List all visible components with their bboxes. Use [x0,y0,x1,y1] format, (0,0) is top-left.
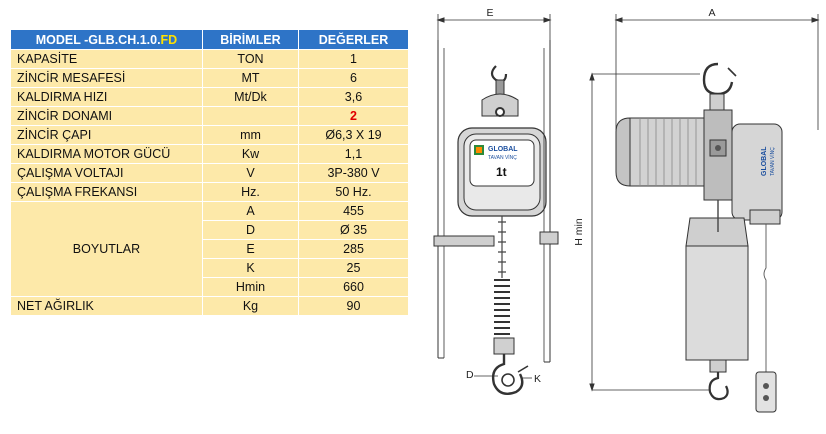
hoist-technical-drawing: GLOBAL TAVAN VİNÇ 1t [433,7,820,413]
dimension-value: 660 [298,277,409,297]
row-unit: V [202,163,299,183]
dimensions-label: BOYUTLAR [10,201,203,297]
row-label: KAPASİTE [10,49,203,69]
dimension-unit: K [202,258,299,278]
capacity-mark: 1t [496,165,507,179]
dimension-unit: Hmin [202,277,299,297]
row-value: 50 Hz. [298,182,409,202]
side-brand-logo: GLOBAL TAVAN VİNÇ [761,146,776,176]
row-label: NET AĞIRLIK [10,296,203,316]
table-row: BOYUTLAR A 455 [10,201,409,297]
row-unit: Kw [202,144,299,164]
row-value: 3,6 [298,87,409,107]
spec-table-container: MODEL -GLB.CH.1.0.FD BİRİMLER DEĞERLER K… [10,29,411,334]
row-label: KALDIRMA MOTOR GÜCÜ [10,144,203,164]
row-unit: Kg [202,296,299,316]
dimension-value: 455 [298,201,409,221]
dimension-unit: E [202,239,299,259]
table-header-row: MODEL -GLB.CH.1.0.FD BİRİMLER DEĞERLER [10,29,409,50]
row-unit: Mt/Dk [202,87,299,107]
row-unit: mm [202,125,299,145]
table-row: KAPASİTE TON 1 [10,49,409,69]
table-row: ÇALIŞMA VOLTAJI V 3P-380 V [10,163,409,183]
row-value: 2 [298,106,409,126]
table-row: K 25 [11,258,409,278]
table-row: KALDIRMA MOTOR GÜCÜ Kw 1,1 [10,144,409,164]
dimension-value: 25 [298,258,409,278]
row-value: 3P-380 V [298,163,409,183]
row-label: KALDIRMA HIZI [10,87,203,107]
header-values: DEĞERLER [298,29,409,50]
brand-name: GLOBAL [488,146,518,153]
dimension-value: 285 [298,239,409,259]
row-label: ZİNCİR ÇAPI [10,125,203,145]
row-label: ZİNCİR DONAMI [10,106,203,126]
brand-logo: GLOBAL TAVAN VİNÇ 1t [474,145,518,179]
dim-label-a: A [708,7,715,19]
row-label: ÇALIŞMA FREKANSI [10,182,203,202]
row-value: 1 [298,49,409,69]
row-unit: MT [202,68,299,88]
header-units: BİRİMLER [202,29,299,50]
dim-label-k: K [534,373,541,385]
dimension-unit: D [202,220,299,240]
table-row: KALDIRMA HIZI Mt/Dk 3,6 [10,87,409,107]
table-row: ZİNCİR ÇAPI mm Ø6,3 X 19 [10,125,409,145]
dimension-unit: A [202,201,299,221]
row-value: 1,1 [298,144,409,164]
brand-sub: TAVAN VİNÇ [488,154,517,161]
dimension-value: Ø 35 [298,220,409,240]
side-brand-sub: TAVAN VİNÇ [769,147,776,176]
front-view [433,14,559,395]
row-value: 6 [298,68,409,88]
side-view [589,14,820,413]
table-row: ZİNCİR MESAFESİ MT 6 [10,68,409,88]
row-value: Ø6,3 X 19 [298,125,409,145]
table-row: NET AĞIRLIK Kg 90 [10,296,409,316]
dim-label-h-min: H min [573,218,585,246]
header-model: MODEL -GLB.CH.1.0.FD [10,29,203,50]
header-model-suffix: FD [160,32,178,47]
row-unit: Hz. [202,182,299,202]
table-row: Hmin 660 [11,277,409,297]
row-label: ZİNCİR MESAFESİ [10,68,203,88]
row-unit [202,106,299,126]
dim-label-e: E [486,7,493,19]
table-row: ZİNCİR DONAMI 2 [10,106,409,126]
row-value: 90 [298,296,409,316]
side-brand-name: GLOBAL [761,146,768,176]
spec-table: MODEL -GLB.CH.1.0.FD BİRİMLER DEĞERLER K… [10,29,409,316]
table-row: D Ø 35 [11,220,409,240]
table-row: ÇALIŞMA FREKANSI Hz. 50 Hz. [10,182,409,202]
row-label: ÇALIŞMA VOLTAJI [10,163,203,183]
dim-label-d: D [466,369,474,381]
row-unit: TON [202,49,299,69]
